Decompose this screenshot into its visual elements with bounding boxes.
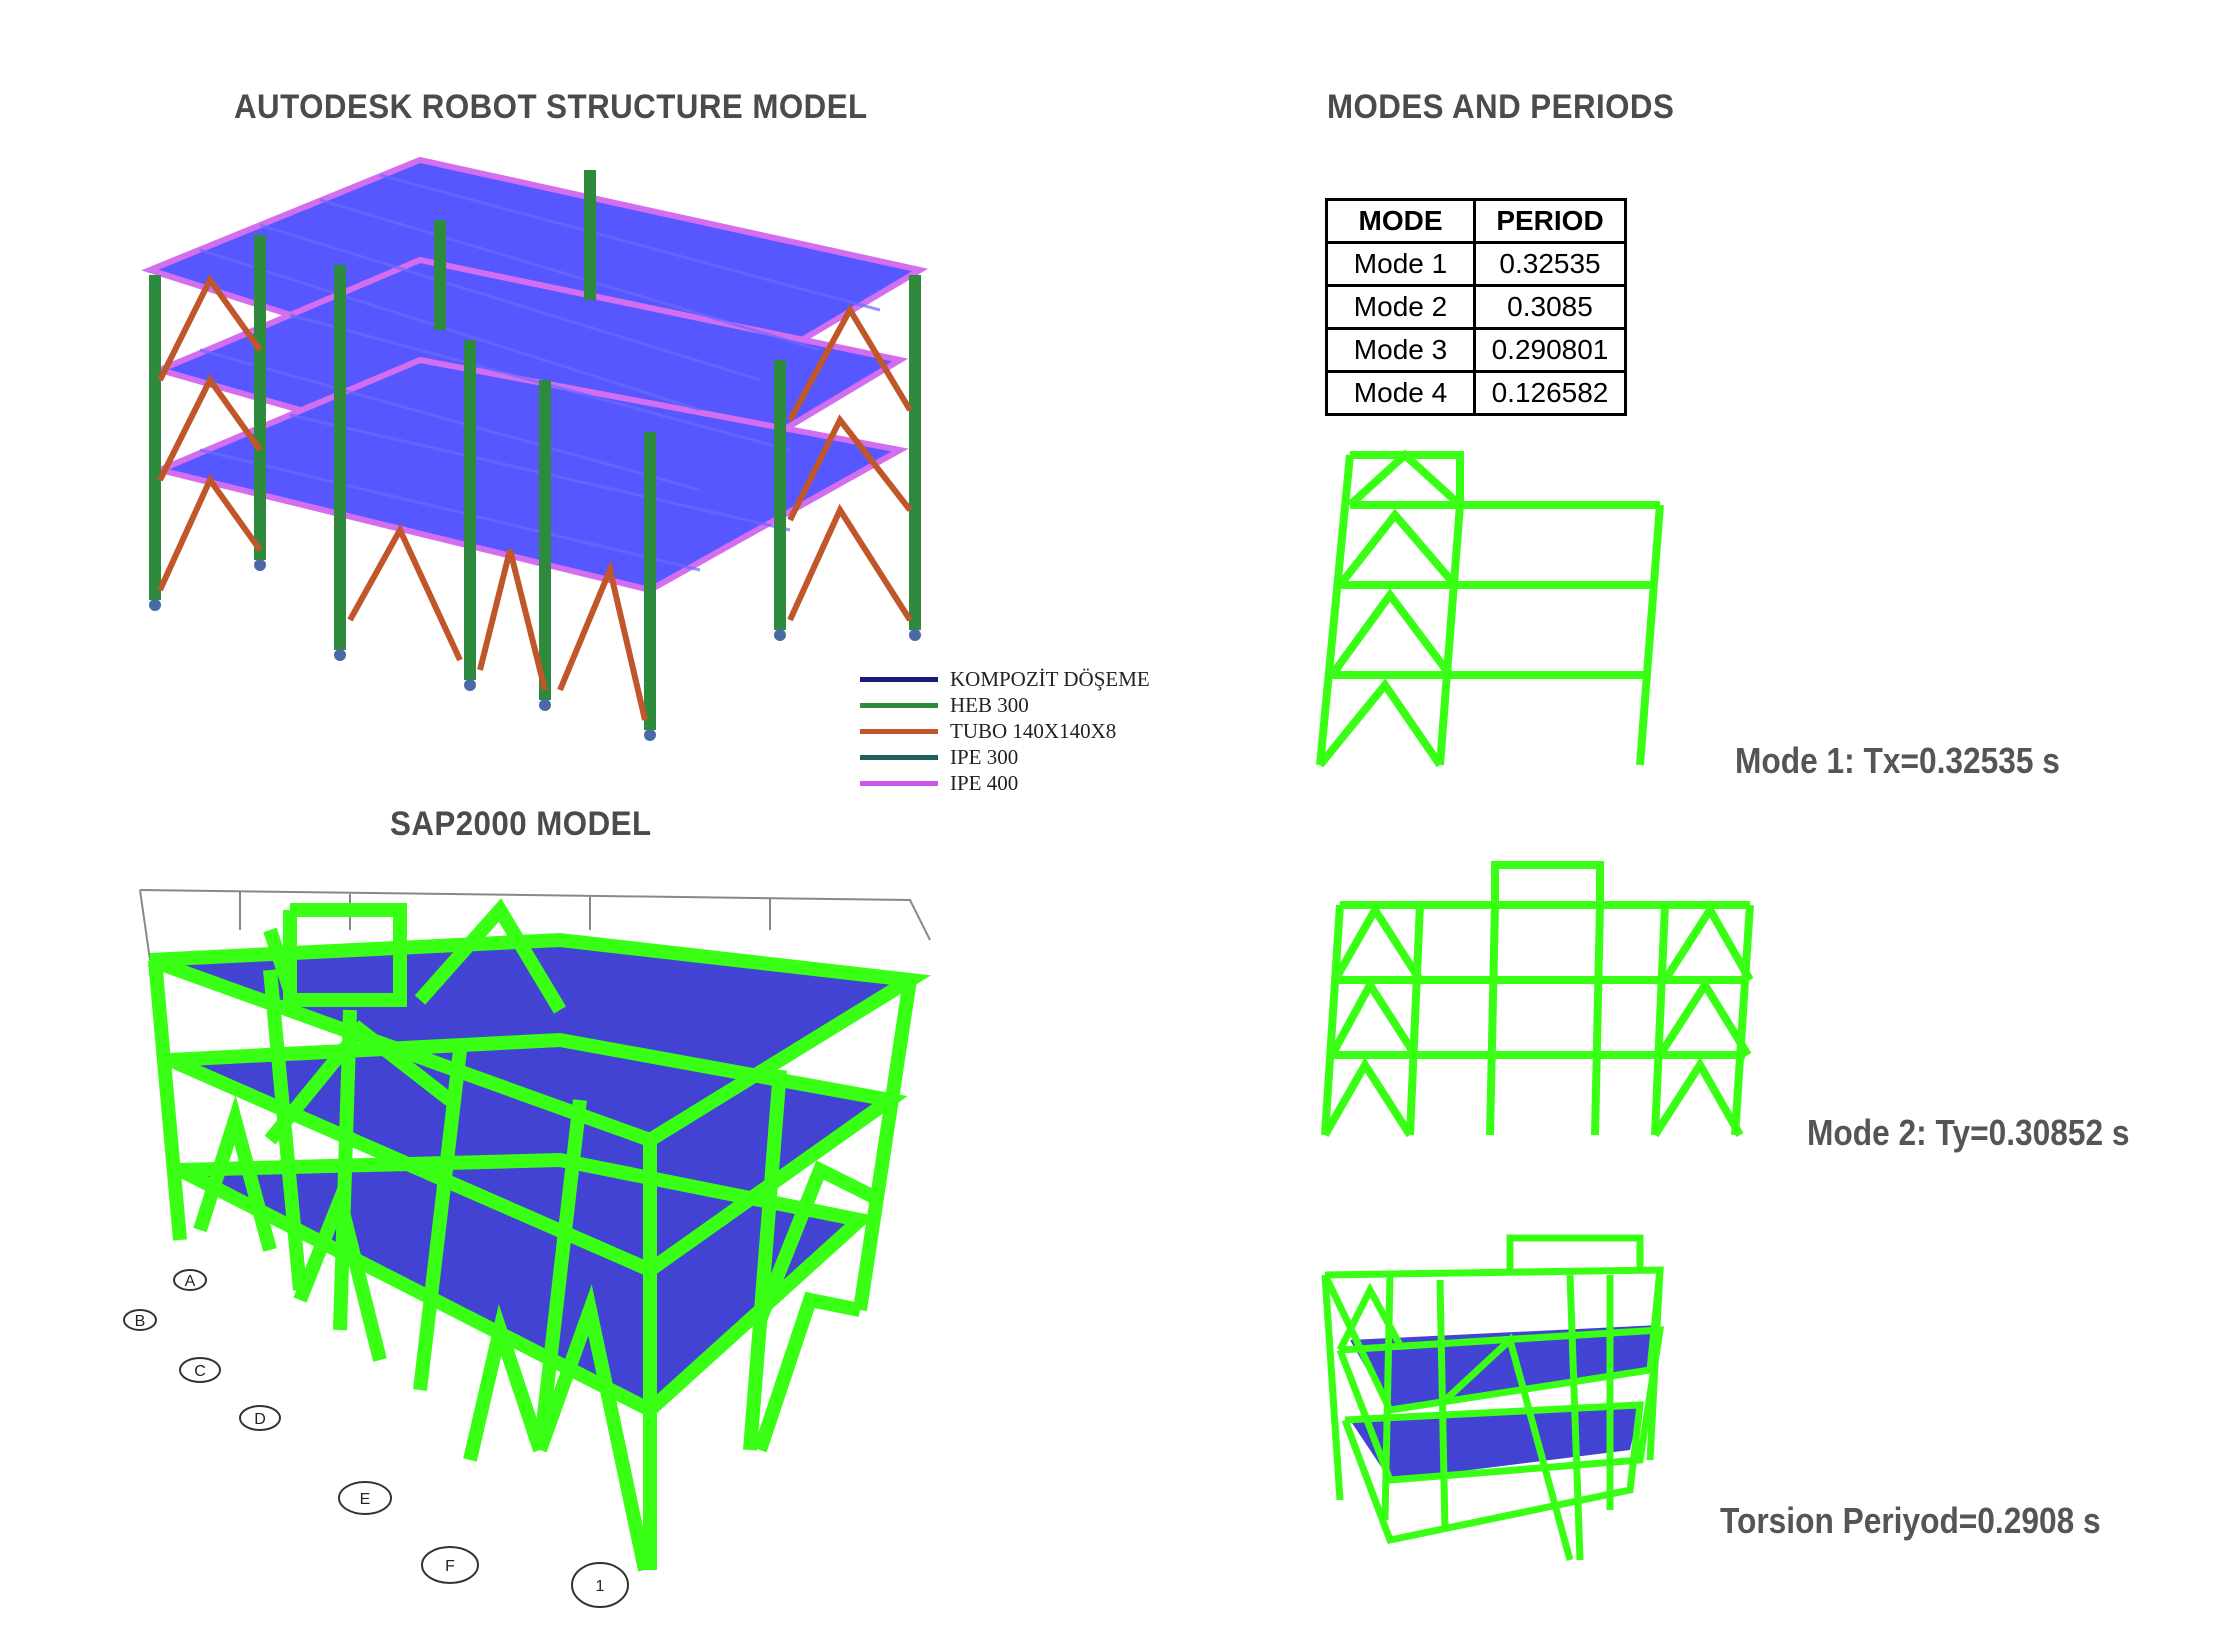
sap-frames — [147, 898, 931, 1572]
grid-label: B — [135, 1313, 146, 1330]
table-row: Mode 3 0.290801 — [1325, 327, 1627, 373]
sap2000-model: A B C D E F 1 — [123, 889, 931, 1608]
robot-structure-model — [141, 156, 929, 741]
grid-bubble: E — [338, 1481, 392, 1515]
period-cell: 0.126582 — [1473, 370, 1627, 416]
mode2-shape — [1321, 861, 1754, 1138]
header-period: PERIOD — [1473, 198, 1627, 244]
legend-label: KOMPOZİT DÖŞEME — [950, 666, 1150, 691]
grid-label: E — [360, 1491, 371, 1508]
mode1-shape — [1316, 449, 1664, 768]
table-row: Mode 2 0.3085 — [1325, 284, 1627, 330]
mode-cell: Mode 1 — [1325, 241, 1476, 287]
modes-periods-table: MODE PERIOD Mode 1 0.32535 Mode 2 0.3085… — [1325, 198, 1627, 416]
legend-item: KOMPOZİT DÖŞEME — [860, 666, 1150, 692]
robot-model-title: AUTODESK ROBOT STRUCTURE MODEL — [234, 88, 868, 126]
period-cell: 0.32535 — [1473, 241, 1627, 287]
grid-label: F — [445, 1558, 455, 1575]
grid-bubble: D — [239, 1405, 281, 1431]
legend-item: IPE 300 — [860, 744, 1150, 770]
legend-label: HEB 300 — [950, 692, 1029, 717]
legend-label: IPE 400 — [950, 770, 1019, 795]
table-row: Mode 4 0.126582 — [1325, 370, 1627, 416]
period-cell: 0.3085 — [1473, 284, 1627, 330]
legend-item: TUBO 140X140X8 — [860, 718, 1150, 744]
grid-bubble: 1 — [571, 1562, 629, 1608]
robot-supports — [149, 559, 921, 741]
robot-columns — [149, 170, 921, 730]
header-mode: MODE — [1325, 198, 1476, 244]
robot-legend: KOMPOZİT DÖŞEME HEB 300 TUBO 140X140X8 I… — [860, 666, 1150, 796]
grid-bubble: A — [173, 1269, 207, 1291]
torsion-shape — [1321, 1234, 1665, 1561]
legend-swatch — [860, 702, 938, 708]
table-header-row: MODE PERIOD — [1325, 198, 1627, 244]
grid-bubble: F — [421, 1546, 479, 1584]
legend-swatch — [860, 728, 938, 734]
table-row: Mode 1 0.32535 — [1325, 241, 1627, 287]
robot-braces — [157, 274, 913, 721]
grid-label: A — [185, 1273, 196, 1290]
mode2-caption: Mode 2: Ty=0.30852 s — [1807, 1112, 2130, 1153]
torsion-caption: Torsion Periyod=0.2908 s — [1720, 1500, 2101, 1541]
legend-label: TUBO 140X140X8 — [950, 718, 1117, 743]
legend-item: HEB 300 — [860, 692, 1150, 718]
legend-swatch — [860, 676, 938, 682]
legend-swatch — [860, 754, 938, 760]
grid-label: C — [194, 1363, 206, 1380]
legend-item: IPE 400 — [860, 770, 1150, 796]
grid-label: 1 — [596, 1578, 605, 1595]
legend-label: IPE 300 — [950, 744, 1019, 769]
grid-label: D — [254, 1411, 266, 1428]
grid-bubble: C — [179, 1357, 221, 1383]
mode1-caption: Mode 1: Tx=0.32535 s — [1735, 740, 2060, 781]
mode-cell: Mode 3 — [1325, 327, 1476, 373]
grid-bubble: B — [123, 1309, 157, 1331]
mode-cell: Mode 2 — [1325, 284, 1476, 330]
sap-grid-bubbles: A B C D E F 1 — [123, 1269, 629, 1608]
legend-swatch — [860, 780, 938, 786]
mode-cell: Mode 4 — [1325, 370, 1476, 416]
modes-title: MODES AND PERIODS — [1327, 88, 1675, 126]
sap-model-title: SAP2000 MODEL — [390, 805, 652, 843]
period-cell: 0.290801 — [1473, 327, 1627, 373]
robot-beams — [199, 173, 881, 572]
